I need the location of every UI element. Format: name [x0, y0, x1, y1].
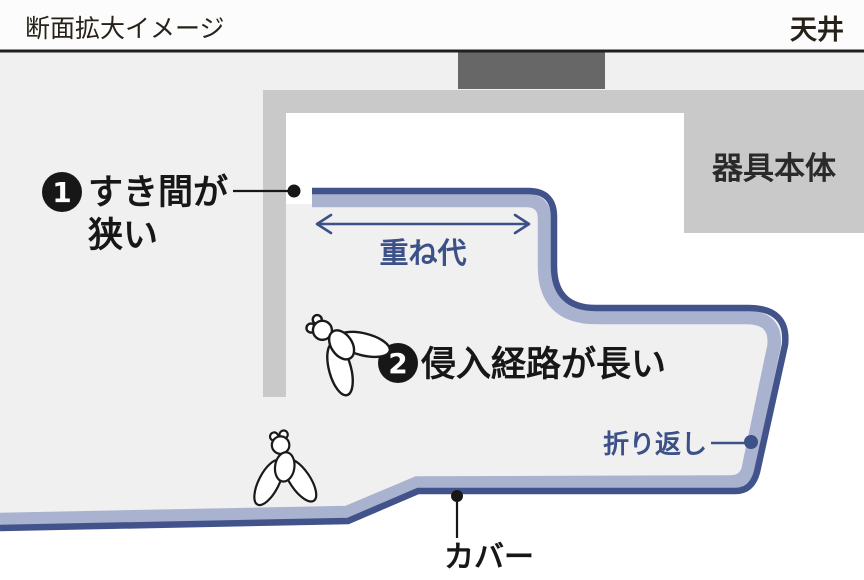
- overlap-arrow: [315, 213, 531, 235]
- fixture-housing-left-wall: [263, 90, 286, 397]
- ceiling-label: 天井: [790, 15, 844, 46]
- page-title: 断面拡大イメージ: [25, 14, 225, 43]
- cover-band-light: [0, 193, 781, 527]
- callout-1-badge: [42, 172, 82, 212]
- overlap-label: 重ね代: [379, 236, 466, 270]
- callout-2-number: 2: [388, 347, 407, 380]
- fold-back-dot: [744, 435, 758, 449]
- callout-1-number: 1: [52, 176, 71, 209]
- cover-label: カバー: [444, 540, 534, 575]
- cover-dot: [451, 490, 463, 502]
- fixture-body-label: 器具本体: [711, 151, 836, 187]
- callout-1-text-line1: すき間が: [88, 173, 228, 213]
- fixture-body-block: [684, 113, 864, 233]
- ceiling-mount-block: [458, 51, 605, 89]
- fly-icon: [253, 429, 318, 507]
- air-gap-region: [0, 113, 864, 580]
- callout-2-text: 侵入経路が長い: [420, 345, 666, 385]
- fly-icon: [305, 313, 392, 397]
- callout-1-dot: [287, 184, 301, 198]
- cover-band-dark: [0, 187, 789, 532]
- fixture-housing-top-band: [263, 90, 864, 113]
- fold-back-label: 折り返し: [603, 430, 707, 460]
- callout-1-text-line2: 狭い: [88, 216, 158, 256]
